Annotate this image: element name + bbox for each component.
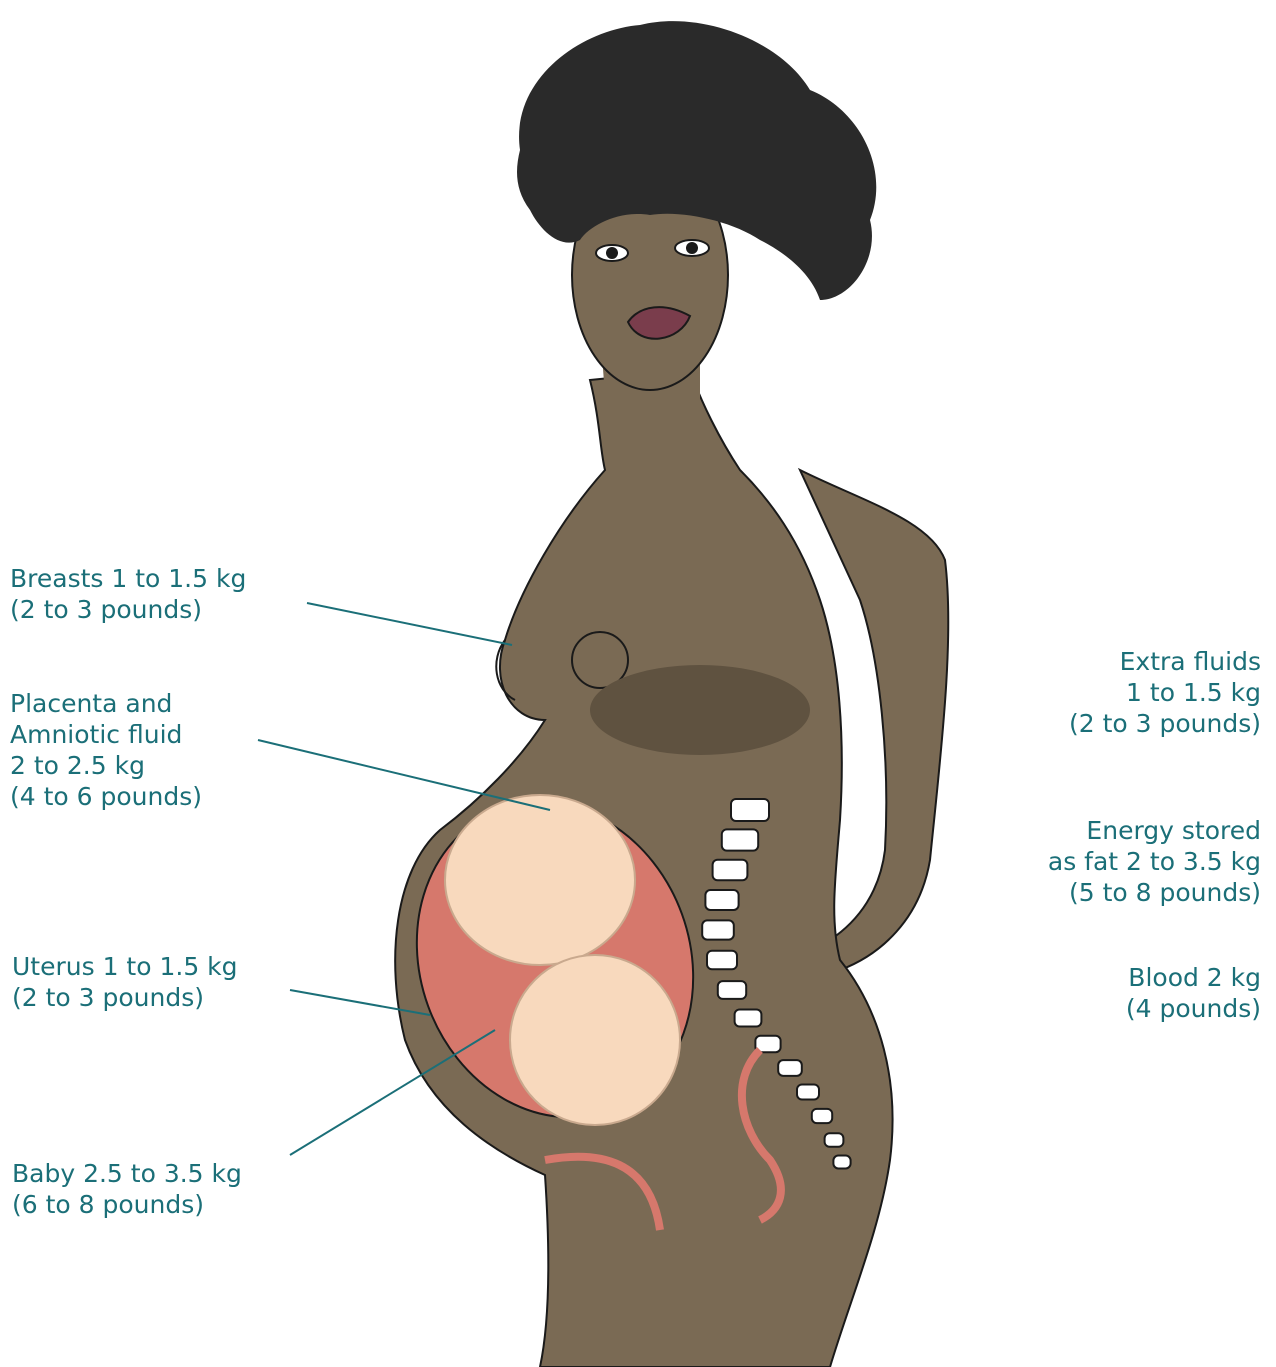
baby-body [445,795,635,965]
vertebra [833,1156,850,1169]
label-fluids-line2: 1 to 1.5 kg [1069,677,1261,708]
label-fat-line2: as fat 2 to 3.5 kg [1048,846,1261,877]
vertebra [735,1009,762,1026]
label-extra-fluids: Extra fluids 1 to 1.5 kg (2 to 3 pounds) [1069,646,1261,739]
label-energy-fat: Energy stored as fat 2 to 3.5 kg (5 to 8… [1048,815,1261,908]
vertebra [722,829,758,850]
label-baby-line2: (6 to 8 pounds) [12,1189,242,1220]
vertebra [812,1109,832,1123]
vertebra [825,1133,844,1147]
vertebra [718,981,746,999]
label-uterus: Uterus 1 to 1.5 kg (2 to 3 pounds) [12,951,238,1013]
pointer-breasts [307,603,512,645]
vertebra [731,799,769,821]
label-breasts-line1: Breasts 1 to 1.5 kg [10,563,246,594]
label-placenta: Placenta and Amniotic fluid 2 to 2.5 kg … [10,688,202,812]
label-placenta-line1: Placenta and [10,688,202,719]
label-uterus-line2: (2 to 3 pounds) [12,982,238,1013]
vertebra [797,1085,819,1100]
label-fluids-line1: Extra fluids [1069,646,1261,677]
label-blood: Blood 2 kg (4 pounds) [1126,962,1261,1024]
label-breasts-line2: (2 to 3 pounds) [10,594,246,625]
vertebra [702,920,734,939]
breast-shadow [590,665,810,755]
vertebra [705,890,738,910]
label-blood-line1: Blood 2 kg [1126,962,1261,993]
label-blood-line2: (4 pounds) [1126,993,1261,1024]
label-uterus-line1: Uterus 1 to 1.5 kg [12,951,238,982]
vertebra [707,951,737,970]
label-placenta-line2: Amniotic fluid [10,719,202,750]
left-pupil [606,247,618,259]
label-fluids-line3: (2 to 3 pounds) [1069,708,1261,739]
label-placenta-line4: (4 to 6 pounds) [10,781,202,812]
baby-head [510,955,680,1125]
label-fat-line1: Energy stored [1048,815,1261,846]
label-baby-line1: Baby 2.5 to 3.5 kg [12,1158,242,1189]
right-pupil [686,242,698,254]
label-placenta-line3: 2 to 2.5 kg [10,750,202,781]
label-baby: Baby 2.5 to 3.5 kg (6 to 8 pounds) [12,1158,242,1220]
vertebra [713,860,748,881]
vertebra [778,1060,802,1076]
label-breasts: Breasts 1 to 1.5 kg (2 to 3 pounds) [10,563,246,625]
label-fat-line3: (5 to 8 pounds) [1048,877,1261,908]
